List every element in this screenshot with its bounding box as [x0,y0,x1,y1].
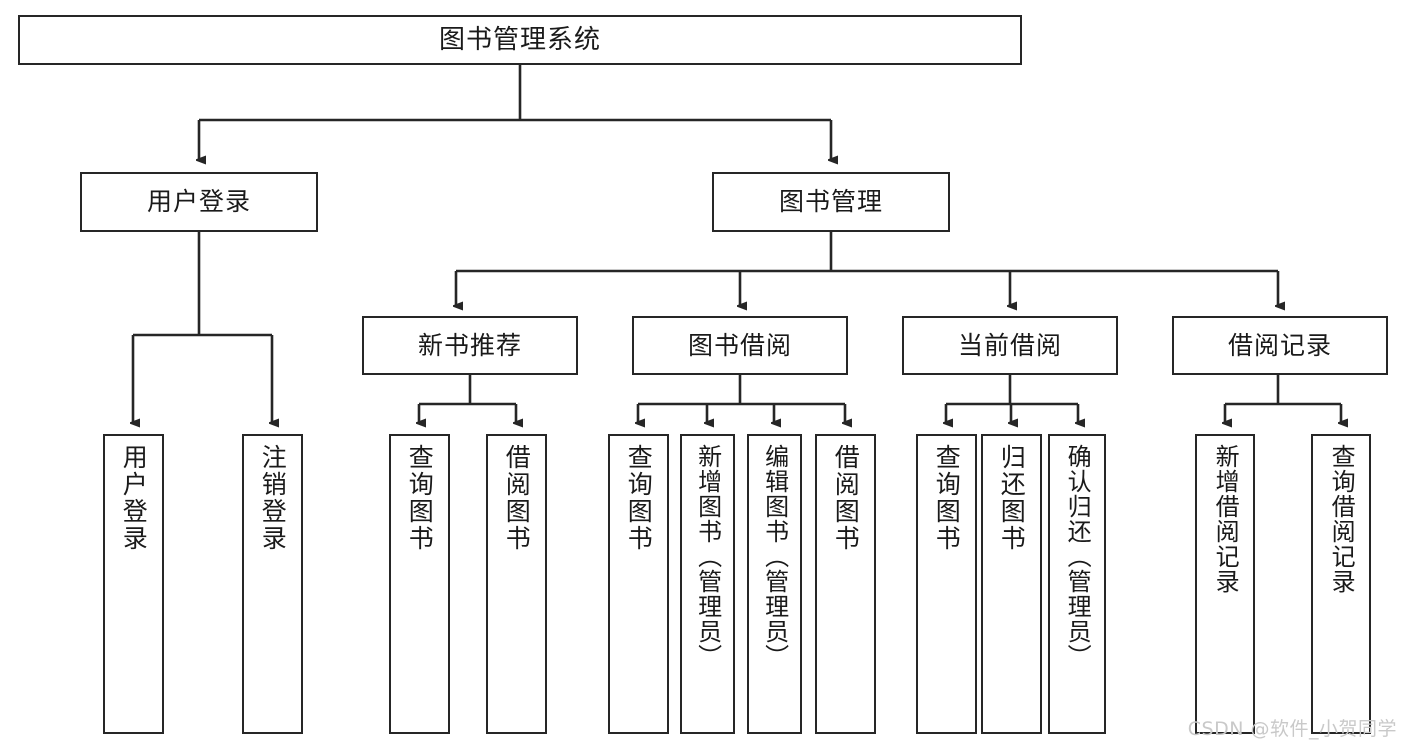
node-label: 编辑图书（管理员） [760,444,789,669]
node-label: 用户登录 [119,444,149,552]
leaf-new-book-borrow-book[interactable]: 借阅图书 [486,434,547,734]
leaf-new-book-query-book[interactable]: 查询图书 [389,434,450,734]
node-label: 查询图书 [405,444,435,552]
node-label: 借阅图书 [502,444,532,552]
watermark: CSDN @软件_小贺同学 [1187,718,1397,740]
leaf-book-borrow-edit-book-admin[interactable]: 编辑图书（管理员） [747,434,802,734]
node-new-book-recommend[interactable]: 新书推荐 [362,316,578,375]
node-label: 用户登录 [146,187,251,217]
leaf-current-borrow-confirm-return-admin[interactable]: 确认归还（管理员） [1048,434,1106,734]
leaf-book-borrow-borrow-book[interactable]: 借阅图书 [815,434,876,734]
node-label: 归还图书 [997,444,1027,552]
node-current-borrow[interactable]: 当前借阅 [902,316,1118,375]
node-label: 查询图书 [932,444,962,552]
node-label: 图书借阅 [687,330,792,360]
node-root-system[interactable]: 图书管理系统 [18,15,1022,65]
node-book-management[interactable]: 图书管理 [712,172,950,232]
leaf-book-borrow-add-book-admin[interactable]: 新增图书（管理员） [680,434,735,734]
leaf-user-login-login[interactable]: 用户登录 [103,434,164,734]
node-label: 图书管理 [778,187,883,217]
node-book-borrow[interactable]: 图书借阅 [632,316,848,375]
node-label: 当前借阅 [957,330,1062,360]
node-label: 图书管理系统 [438,24,601,55]
node-label: 新增借阅记录 [1211,444,1240,594]
node-label: 注销登录 [258,444,288,552]
leaf-user-login-logout[interactable]: 注销登录 [242,434,303,734]
node-label: 借阅图书 [831,444,861,552]
node-label: 借阅记录 [1227,330,1332,360]
node-user-login[interactable]: 用户登录 [80,172,318,232]
node-borrow-record[interactable]: 借阅记录 [1172,316,1388,375]
leaf-borrow-record-query-record[interactable]: 查询借阅记录 [1311,434,1371,734]
node-label: 新书推荐 [417,330,522,360]
node-label: 查询借阅记录 [1327,444,1356,594]
leaf-book-borrow-query-book[interactable]: 查询图书 [608,434,669,734]
leaf-current-borrow-return-book[interactable]: 归还图书 [981,434,1042,734]
node-label: 新增图书（管理员） [693,444,722,669]
leaf-current-borrow-query-book[interactable]: 查询图书 [916,434,977,734]
node-label: 查询图书 [624,444,654,552]
node-label: 确认归还（管理员） [1063,444,1092,669]
leaf-borrow-record-add-record[interactable]: 新增借阅记录 [1195,434,1255,734]
